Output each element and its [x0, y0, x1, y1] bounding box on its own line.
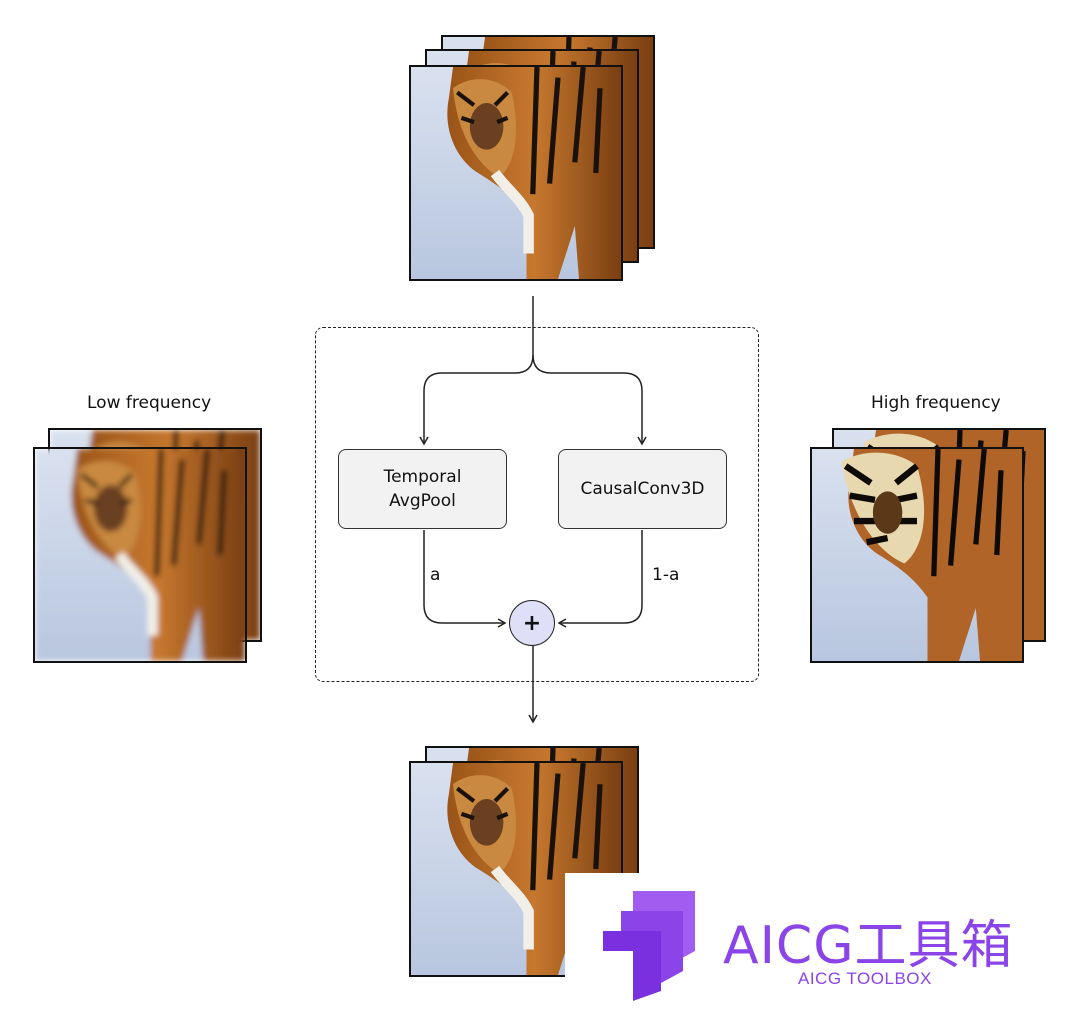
causalconv3d-node: CausalConv3D: [558, 449, 727, 529]
tiger-image: [812, 449, 1022, 661]
output-video-frame-front: [409, 761, 623, 977]
temporal-avgpool-label-line2: AvgPool: [389, 491, 456, 511]
high-frequency-label: High frequency: [871, 393, 1001, 413]
tiger-image: [411, 67, 621, 279]
input-video-frame-front: [409, 65, 623, 281]
watermark: AICG工具箱 AICG TOOLBOX: [565, 873, 1080, 1012]
weight-one-minus-a-label: 1-a: [652, 565, 680, 585]
causalconv3d-label: CausalConv3D: [580, 479, 705, 499]
high-frequency-frame-front: [810, 447, 1024, 663]
watermark-title: AICG工具箱: [723, 916, 1014, 976]
sum-node: +: [509, 600, 555, 646]
module-boundary: [315, 327, 759, 682]
temporal-avgpool-label-line1: Temporal: [383, 467, 462, 487]
stacked-arrow-logo-icon: [603, 891, 695, 1001]
low-frequency-frame-front: [33, 447, 247, 663]
weight-a-label: a: [430, 565, 441, 585]
watermark-subtitle: AICG TOOLBOX: [798, 969, 932, 988]
plus-icon: +: [522, 610, 542, 636]
temporal-avgpool-node: Temporal AvgPool: [338, 449, 507, 529]
low-frequency-label: Low frequency: [87, 393, 212, 413]
tiger-image: [35, 449, 245, 661]
